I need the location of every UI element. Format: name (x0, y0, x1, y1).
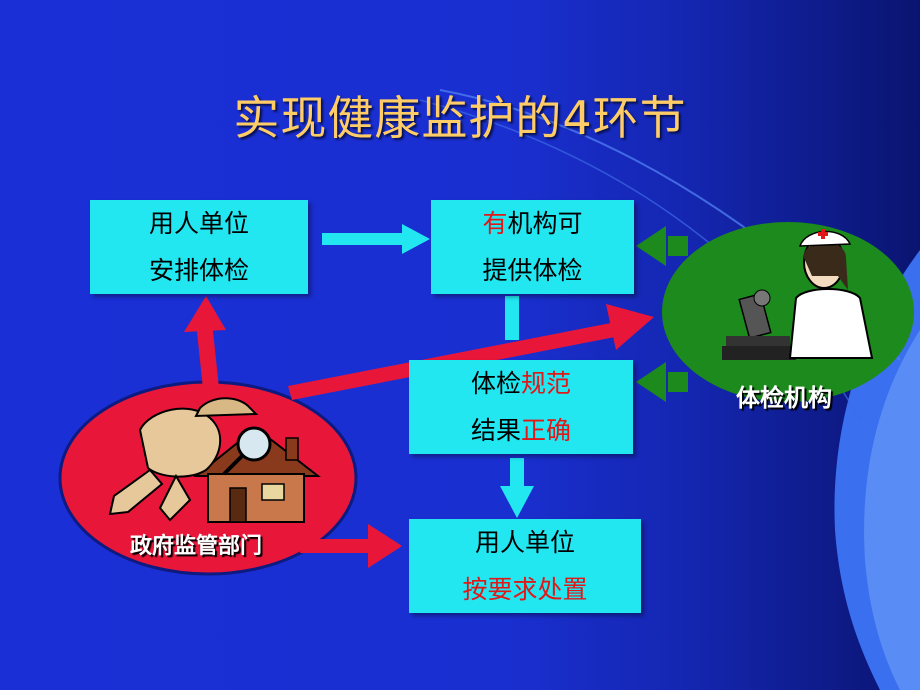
highlight-text: 有 (482, 209, 508, 238)
box-line: 用人单位 (148, 209, 249, 238)
highlight-text: 正确 (521, 416, 572, 445)
government-label: 政府监管部门 (130, 534, 263, 559)
cyan-arrow-exam-to-handle (500, 458, 534, 518)
box-employer-arrange-exam: 用人单位 安排体检 (90, 200, 308, 294)
institution-circle (662, 222, 914, 402)
page-title: 实现健康监护的4环节 (233, 91, 687, 145)
box-line: 结果正确 (471, 407, 571, 454)
box-employer-handle: 用人单位 按要求处置 (409, 519, 641, 613)
box-line: 提供体检 (482, 256, 583, 285)
box-line: 安排体检 (148, 256, 249, 285)
box-line: 有机构可 (482, 200, 582, 247)
highlight-text: 规范 (521, 369, 572, 398)
nurse-illustration (722, 229, 874, 360)
box-line-text: 结果 (470, 416, 521, 445)
box-line-text: 机构可 (507, 209, 583, 238)
box-line: 按要求处置 (462, 575, 588, 604)
red-arrow-government-to-handle (300, 524, 402, 568)
box-line-text: 体检 (470, 369, 521, 398)
green-arrow-to-institution-box (636, 226, 688, 266)
box-line: 体检规范 (471, 360, 571, 407)
green-arrow-to-exam-box (636, 362, 688, 402)
inspector-illustration (108, 397, 321, 523)
red-arrow-government-to-employer (184, 296, 226, 395)
box-line: 用人单位 (474, 528, 575, 557)
box-exam-standard: 体检规范 结果正确 (409, 360, 633, 454)
background-swoosh-inner (864, 330, 920, 690)
cyan-arrow-institution-to-exam (505, 296, 519, 340)
institution-label: 体检机构 (736, 384, 832, 412)
cyan-arrow-employer-to-institution (322, 224, 430, 254)
box-institution-available: 有机构可 提供体检 (431, 200, 634, 294)
